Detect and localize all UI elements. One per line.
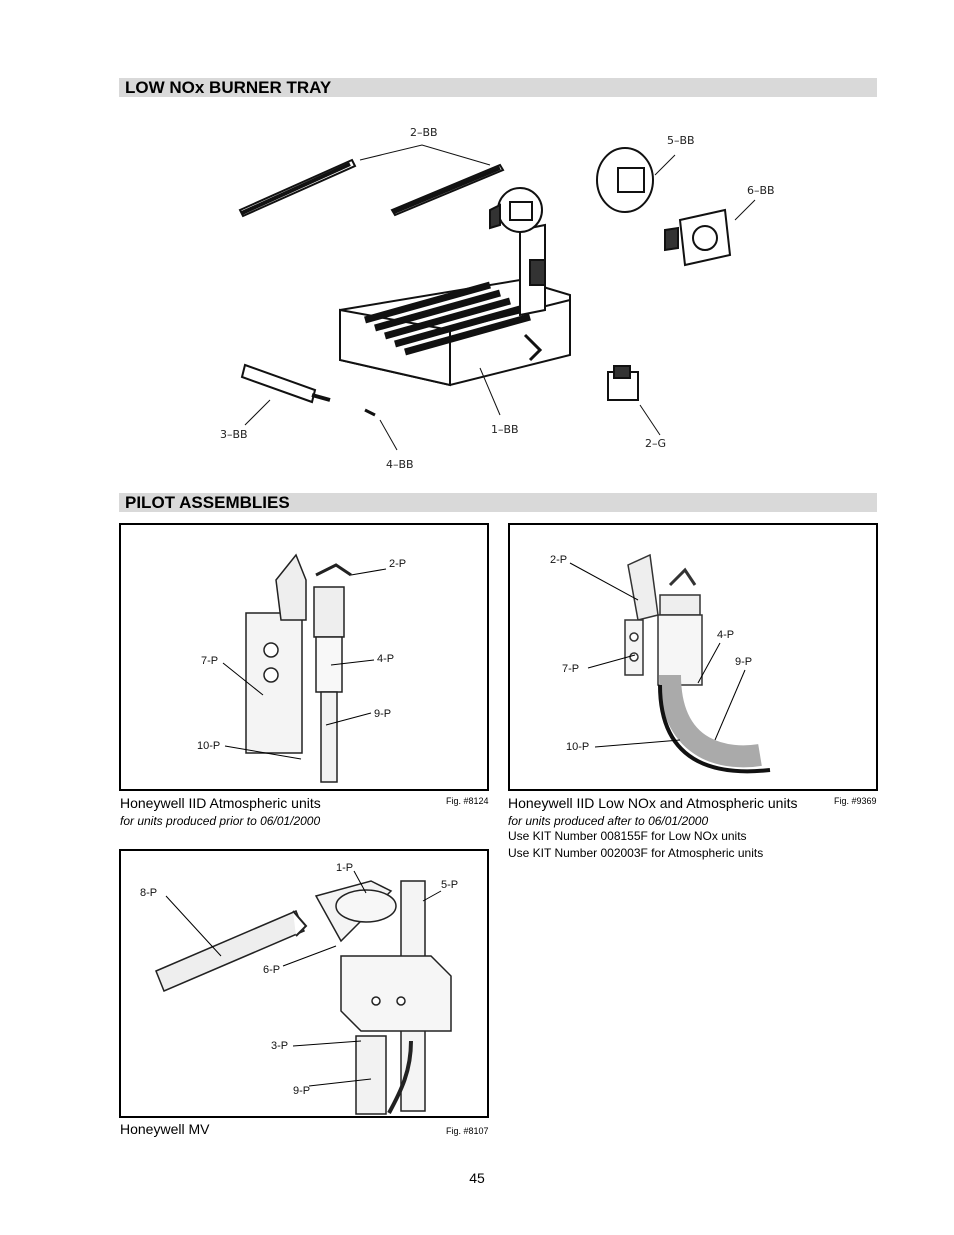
label-10-p: 10-P: [566, 741, 589, 753]
label-9-p: 9-P: [374, 708, 391, 720]
page-number: 45: [469, 1170, 485, 1186]
caption-honeywell-mv: Honeywell MV: [120, 1121, 210, 1137]
caption-sub: for units produced after to 06/01/2000: [508, 814, 709, 828]
label-1-bb: 1–BB: [491, 423, 519, 436]
label-4-p: 4-P: [377, 653, 394, 665]
pilot-frame-8124: 2-P 7-P 4-P 9-P 10-P: [119, 523, 489, 791]
label-9-p: 9-P: [293, 1085, 310, 1097]
fig-number: Fig. #8107: [446, 1126, 489, 1136]
label-3-p: 3-P: [271, 1040, 288, 1052]
label-2-p: 2-P: [389, 558, 406, 570]
kit-note-atmospheric: Use KIT Number 002003F for Atmospheric u…: [508, 846, 764, 860]
section-header-burner-tray: LOW NOx BURNER TRAY: [119, 78, 877, 97]
label-1-p: 1-P: [336, 862, 353, 874]
burner-tray-diagram: 2–BB 5–BB 6–BB 3–BB 4–BB 1–BB 2–G: [200, 110, 800, 480]
label-6-bb: 6–BB: [747, 184, 775, 197]
label-4-bb: 4–BB: [386, 458, 414, 471]
label-9-p: 9-P: [735, 656, 752, 668]
label-3-bb: 3–BB: [220, 428, 248, 441]
label-7-p: 7-P: [201, 655, 218, 667]
label-6-p: 6-P: [263, 964, 280, 976]
label-2-g: 2–G: [645, 437, 666, 450]
label-2-bb: 2–BB: [410, 126, 438, 139]
label-7-p: 7-P: [562, 663, 579, 675]
label-8-p: 8-P: [140, 887, 157, 899]
label-10-p: 10-P: [197, 740, 220, 752]
label-5-p: 5-P: [441, 879, 458, 891]
fig-number: Fig. #9369: [834, 796, 877, 806]
caption-honeywell-iid-atmospheric: Honeywell IID Atmospheric units: [120, 795, 321, 811]
label-5-bb: 5–BB: [667, 134, 695, 147]
section-title: LOW NOx BURNER TRAY: [125, 78, 332, 97]
pilot-frame-8107: 1-P 8-P 5-P 6-P 3-P 9-P: [119, 849, 489, 1118]
caption-sub: for units produced prior to 06/01/2000: [120, 814, 321, 828]
label-2-p: 2-P: [550, 554, 567, 566]
fig-number: Fig. #8124: [446, 796, 489, 806]
kit-note-low-nox: Use KIT Number 008155F for Low NOx units: [508, 829, 747, 843]
pilot-frame-9369: 2-P 4-P 7-P 9-P 10-P: [508, 523, 878, 791]
caption-honeywell-iid-low-nox: Honeywell IID Low NOx and Atmospheric un…: [508, 795, 798, 811]
section-header-pilot-assemblies: PILOT ASSEMBLIES: [119, 493, 877, 512]
label-4-p: 4-P: [717, 629, 734, 641]
section-title: PILOT ASSEMBLIES: [125, 493, 290, 512]
